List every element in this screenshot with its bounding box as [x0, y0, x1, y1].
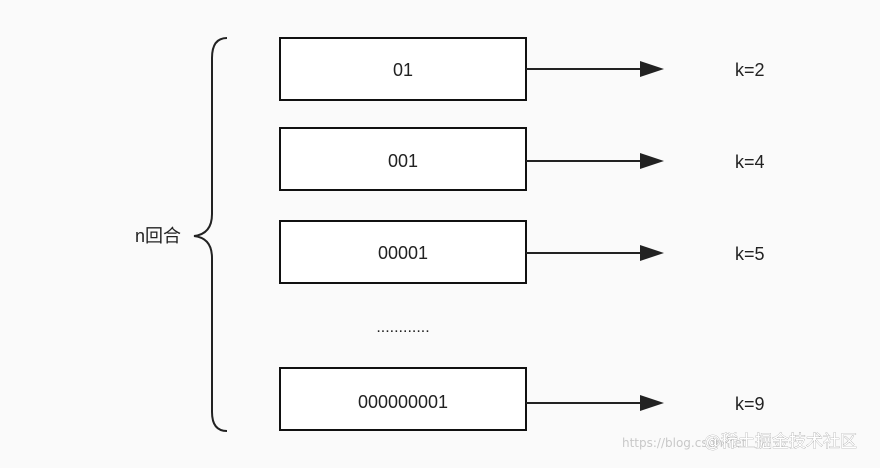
- k-label-3: k=5: [735, 244, 765, 264]
- curly-brace: [193, 37, 228, 432]
- code-box-2: [279, 127, 527, 191]
- code-label-4: 000000001: [358, 392, 448, 412]
- row-2: 001 k=4: [279, 127, 765, 191]
- code-label-2: 001: [388, 151, 418, 171]
- arrow-head-1: [640, 61, 664, 77]
- brace-label: n回合: [135, 226, 181, 246]
- row-1: 01 k=2: [279, 37, 765, 101]
- arrow-head-3: [640, 245, 664, 261]
- row-3: 00001 k=5: [279, 220, 765, 284]
- code-box-3: [279, 220, 527, 284]
- code-label-3: 00001: [378, 243, 428, 263]
- watermark-text: @稀土掘金技术社区: [704, 432, 857, 452]
- k-label-1: k=2: [735, 60, 765, 80]
- ellipsis: ............: [376, 319, 429, 336]
- arrow-head-4: [640, 395, 664, 411]
- row-4: 000000001 k=9: [279, 367, 765, 431]
- watermark-url: https://blog.csdn.net: [622, 436, 747, 450]
- k-label-2: k=4: [735, 152, 765, 172]
- code-label-1: 01: [393, 60, 413, 80]
- code-box-1: [279, 37, 527, 101]
- k-label-4: k=9: [735, 394, 765, 414]
- arrow-head-2: [640, 153, 664, 169]
- code-box-4: [279, 367, 527, 431]
